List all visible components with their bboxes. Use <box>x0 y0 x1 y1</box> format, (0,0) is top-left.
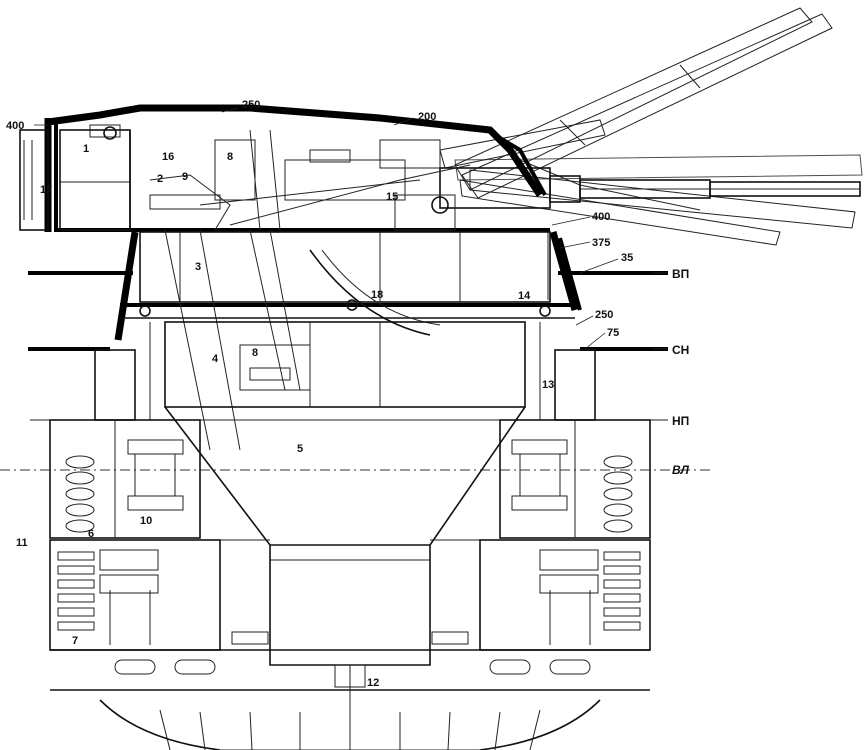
magazine-left <box>49 419 221 651</box>
gun-barrels <box>439 7 863 246</box>
hull-bottom <box>50 649 650 750</box>
label-waterline: ВЛ <box>672 463 690 477</box>
label-part-12: 12 <box>367 677 379 689</box>
armor-labels: 250 400 200 400 375 35 250 75 <box>6 99 633 339</box>
label-part-10: 10 <box>140 515 152 527</box>
label-part-16: 16 <box>162 151 174 163</box>
label-part-8-lower: 8 <box>252 347 258 359</box>
label-part-8-upper: 8 <box>227 151 233 163</box>
label-part-3: 3 <box>195 261 201 273</box>
label-part-11: 11 <box>16 537 28 549</box>
label-armor-roof-250: 250 <box>242 99 260 111</box>
gunhouse <box>19 104 550 232</box>
label-armor-front-200: 200 <box>418 111 436 123</box>
label-part-4: 4 <box>212 353 219 365</box>
part-labels: 1 2 3 4 5 6 7 8 8 9 10 11 12 13 14 15 16… <box>16 143 554 689</box>
gun-level <box>439 167 861 209</box>
label-deck-middle: СН <box>672 343 689 357</box>
label-armor-deck-35: 35 <box>621 252 633 264</box>
label-part-7: 7 <box>72 635 78 647</box>
deck-labels: ВП СН НП ВЛ <box>672 267 690 477</box>
label-part-18: 18 <box>371 289 383 301</box>
label-part-2: 2 <box>157 173 163 185</box>
label-armor-deck-75: 75 <box>607 327 619 339</box>
label-deck-upper: ВП <box>672 267 689 281</box>
label-part-14: 14 <box>518 290 531 302</box>
working-chamber <box>94 321 596 421</box>
label-part-13: 13 <box>542 379 554 391</box>
label-part-15: 15 <box>386 191 398 203</box>
label-deck-lower: НП <box>672 414 689 428</box>
label-part-17: 17 <box>40 184 52 196</box>
label-armor-rear-400: 400 <box>6 120 24 132</box>
label-armor-375: 375 <box>592 237 610 249</box>
barbette <box>114 229 582 451</box>
label-armor-barbette-250: 250 <box>595 309 613 321</box>
ammunition-trunk <box>164 406 526 666</box>
label-part-1: 1 <box>83 143 89 155</box>
label-armor-barbette-400: 400 <box>592 211 610 223</box>
label-part-9: 9 <box>182 171 188 183</box>
leader-lines <box>34 107 668 350</box>
label-part-5: 5 <box>297 443 303 455</box>
magazine-right <box>479 419 651 651</box>
label-part-6: 6 <box>88 528 94 540</box>
